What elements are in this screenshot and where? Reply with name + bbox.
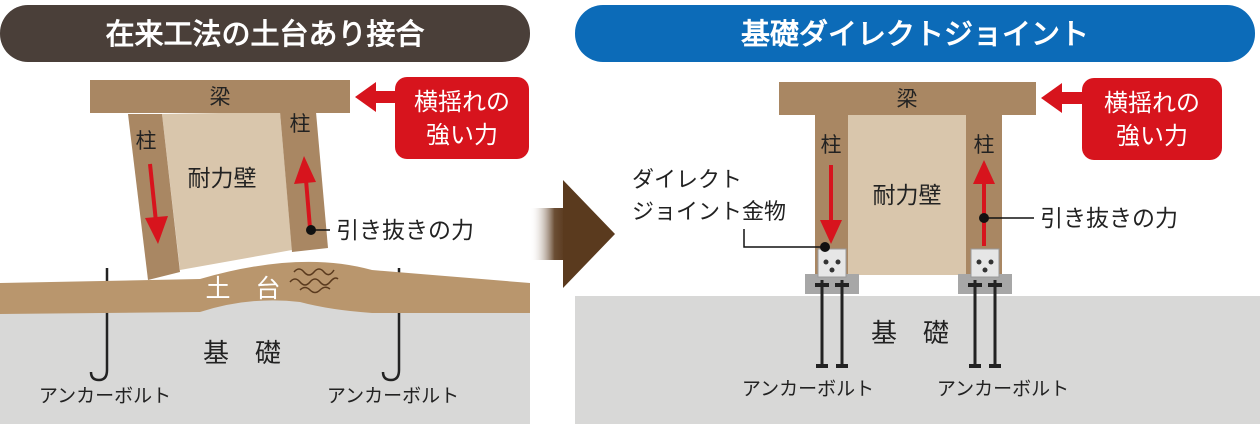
- right-panel: 基礎ダイレクトジョイント 基 礎 梁 耐力壁 柱 柱: [575, 5, 1260, 424]
- left-beam: [90, 80, 350, 113]
- left-header-title: 在来工法の土台あり接合: [105, 17, 424, 51]
- left-sill-label: 土 台: [205, 274, 280, 303]
- left-wall-label: 耐力壁: [188, 166, 257, 192]
- right-header-title: 基礎ダイレクトジョイント: [741, 17, 1089, 51]
- right-anchor-bolts-right: [968, 280, 1002, 368]
- left-force-arrow: [355, 82, 395, 112]
- right-anchor-label-2: アンカーボルト: [937, 378, 1069, 400]
- right-hardware-dot: [820, 242, 830, 252]
- right-pullout-label: 引き抜きの力: [1040, 206, 1178, 232]
- left-force-text-2: 強い力: [426, 121, 498, 149]
- right-force-text-1: 横揺れの: [1104, 89, 1200, 117]
- right-joint-hardware-right: [958, 248, 1012, 294]
- right-column-left-label: 柱: [821, 133, 842, 157]
- left-foundation-label: 基 礎: [203, 339, 281, 369]
- right-joint-hardware-left: [805, 248, 859, 294]
- transition-arrow-icon: [530, 180, 615, 288]
- right-anchor-bolts-left: [815, 280, 849, 368]
- right-column-right-label: 柱: [974, 133, 995, 157]
- left-anchor-label-1: アンカーボルト: [39, 385, 171, 407]
- left-force-callout: 横揺れの 強い力: [355, 77, 529, 159]
- left-wall: [162, 112, 292, 270]
- right-beam: [779, 82, 1036, 115]
- left-header-pill: [0, 5, 530, 62]
- left-compression-arrow: [145, 163, 168, 244]
- right-wall-label: 耐力壁: [873, 183, 942, 209]
- right-force-text-2: 強い力: [1116, 122, 1188, 150]
- right-hardware-leader: [743, 229, 823, 248]
- right-header-pill: [575, 5, 1255, 62]
- left-anchor-label-2: アンカーボルト: [327, 385, 459, 407]
- right-foundation: [575, 296, 1260, 424]
- right-compression-arrow: [820, 165, 842, 244]
- right-anchor-label-1: アンカーボルト: [742, 378, 874, 400]
- left-sill: [0, 261, 530, 314]
- right-force-callout: 横揺れの 強い力: [1041, 78, 1222, 160]
- left-foundation: [0, 300, 530, 424]
- right-force-arrow: [1041, 83, 1082, 113]
- left-force-text-1: 横揺れの: [414, 88, 510, 116]
- left-sill-crack: [289, 268, 339, 294]
- left-pullout-arrow: [294, 156, 316, 229]
- left-column-left-label: 柱: [136, 129, 157, 153]
- left-panel: 在来工法の土台あり接合 基 礎 アンカーボルト アンカーボルト 土 台: [0, 5, 530, 424]
- left-frame: 耐力壁 柱 柱 引き抜きの力 梁: [90, 80, 474, 280]
- right-foundation-label: 基 礎: [871, 319, 949, 349]
- right-beam-label: 梁: [897, 87, 918, 111]
- right-hardware-label-2: ジョイント金物: [632, 200, 786, 225]
- left-beam-label: 梁: [210, 85, 231, 109]
- right-hardware-label-1: ダイレクト: [632, 168, 742, 193]
- right-wall: [848, 115, 966, 275]
- left-pullout-label: 引き抜きの力: [336, 218, 474, 244]
- left-column-right-label: 柱: [290, 112, 311, 136]
